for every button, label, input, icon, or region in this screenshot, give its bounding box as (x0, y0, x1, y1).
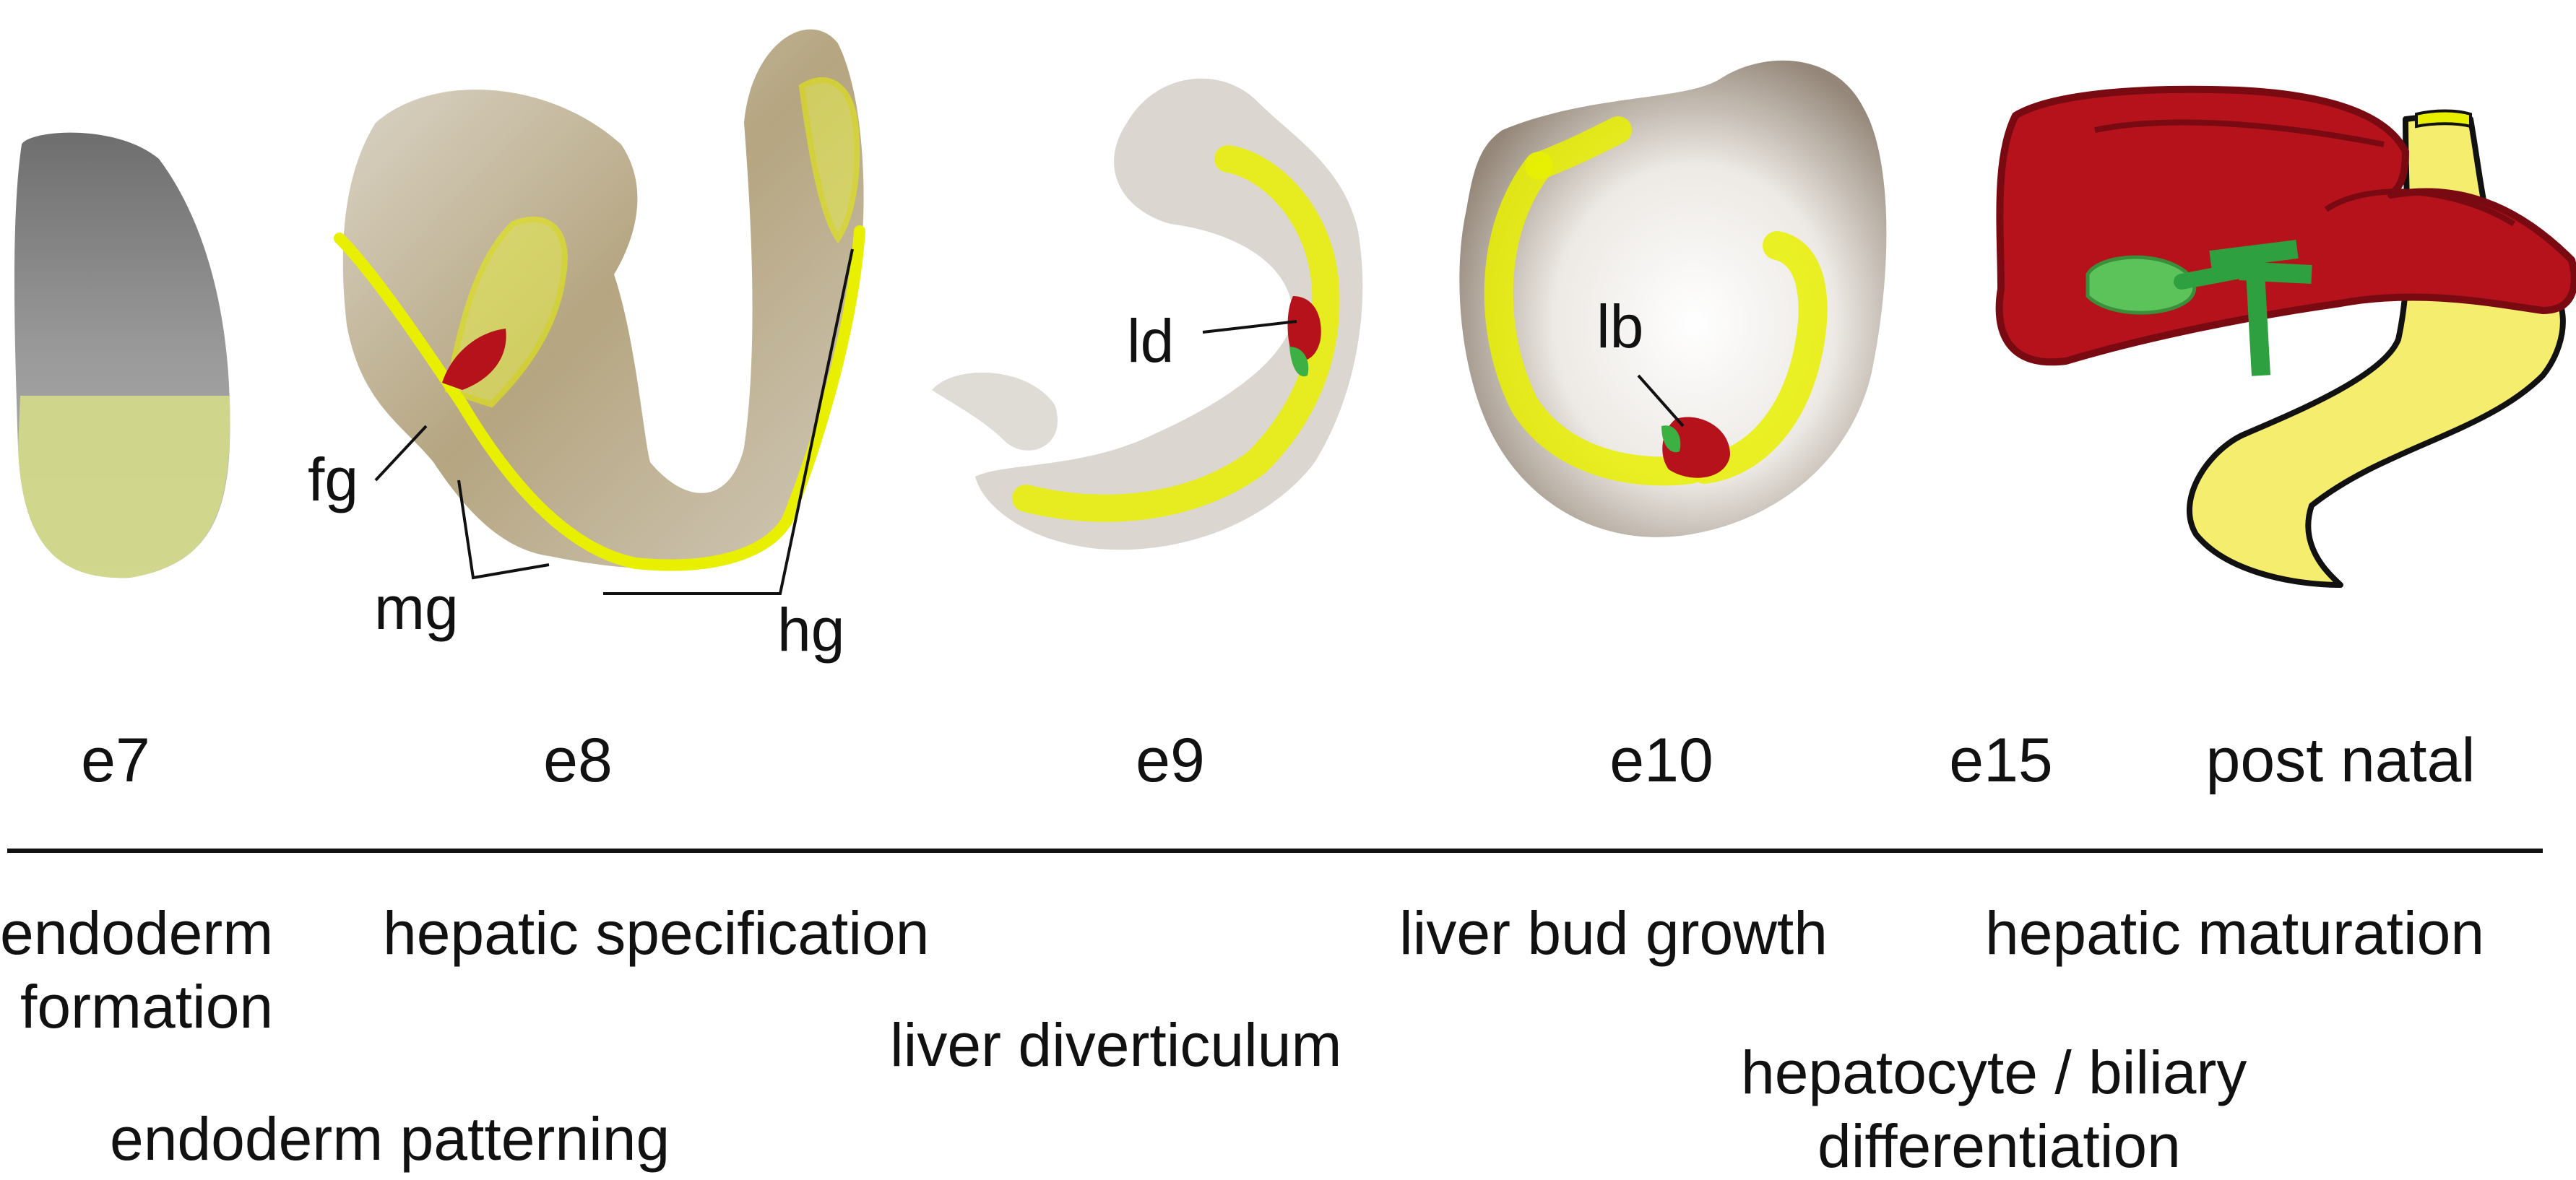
cystic-duct (2174, 263, 2247, 290)
stage-label-e8: e8 (543, 726, 613, 795)
label-fg: fg (308, 446, 359, 513)
process-endoderm-patterning: endoderm patterning (110, 1105, 670, 1173)
ld-leader (1202, 320, 1297, 334)
e10-foregut-tube (1484, 152, 1705, 486)
mg-bracket (457, 480, 550, 580)
label-lb: lb (1596, 292, 1644, 360)
e10-hindgut-tube (1690, 231, 1828, 484)
process-endoderm-formation-line2: formation (20, 973, 274, 1041)
lb-leader (1637, 374, 1685, 428)
e8-embryo (334, 29, 865, 595)
label-mg: mg (374, 574, 459, 642)
stage-label-e10: e10 (1609, 726, 1713, 795)
process-hepatic-specification: hepatic specification (383, 899, 930, 967)
postnatal-liver (1995, 85, 2576, 588)
hg-bracket (603, 248, 854, 595)
process-endoderm-formation-line1: endoderm (0, 899, 274, 967)
e9-embryo (932, 78, 1363, 550)
e8-gut-tube-outline (334, 225, 865, 571)
process-liver-diverticulum: liver diverticulum (890, 1011, 1342, 1079)
label-hg: hg (777, 596, 845, 664)
e9-gut-tube (1012, 145, 1340, 522)
stage-label-e15: e15 (1949, 726, 2053, 795)
e10-biliary-domain (1661, 425, 1681, 453)
e10-liver-bud (1662, 417, 1730, 478)
e9-biliary-domain (1289, 347, 1309, 377)
label-ld: ld (1127, 307, 1175, 375)
fg-leader (374, 425, 428, 482)
e10-embryo (1459, 60, 1887, 537)
e8-hepatic-domain (442, 329, 506, 390)
stage-label-post-natal: post natal (2205, 726, 2476, 795)
bile-duct (2209, 240, 2312, 376)
e7-endoderm-region (18, 396, 230, 578)
e9-liver-diverticulum (1287, 296, 1321, 361)
process-liver-bud-growth: liver bud growth (1399, 899, 1828, 967)
stage-label-e9: e9 (1136, 726, 1205, 795)
process-differentiation-line2: differentiation (1818, 1112, 2181, 1180)
process-differentiation-line1: hepatocyte / biliary (1741, 1038, 2247, 1106)
e8-hindgut-pocket (798, 77, 860, 244)
process-hepatic-maturation: hepatic maturation (1985, 899, 2485, 967)
e7-embryo (14, 132, 230, 578)
stage-label-e7: e7 (81, 726, 150, 795)
